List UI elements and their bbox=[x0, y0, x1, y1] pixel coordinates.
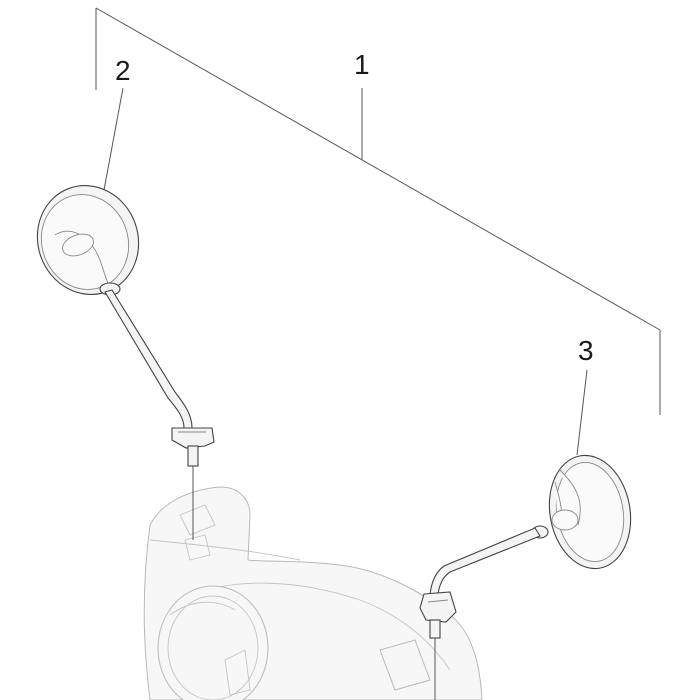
callout-2: 2 bbox=[115, 55, 131, 86]
left-mirror bbox=[36, 185, 215, 540]
handlebar-cover bbox=[143, 486, 483, 700]
assembly-bracket bbox=[95, 7, 661, 415]
callout-2-leader bbox=[103, 87, 124, 191]
callout-3-leader bbox=[576, 369, 588, 456]
callout-3: 3 bbox=[578, 335, 594, 366]
callout-1: 1 bbox=[354, 49, 370, 80]
right-mirror bbox=[419, 454, 632, 700]
